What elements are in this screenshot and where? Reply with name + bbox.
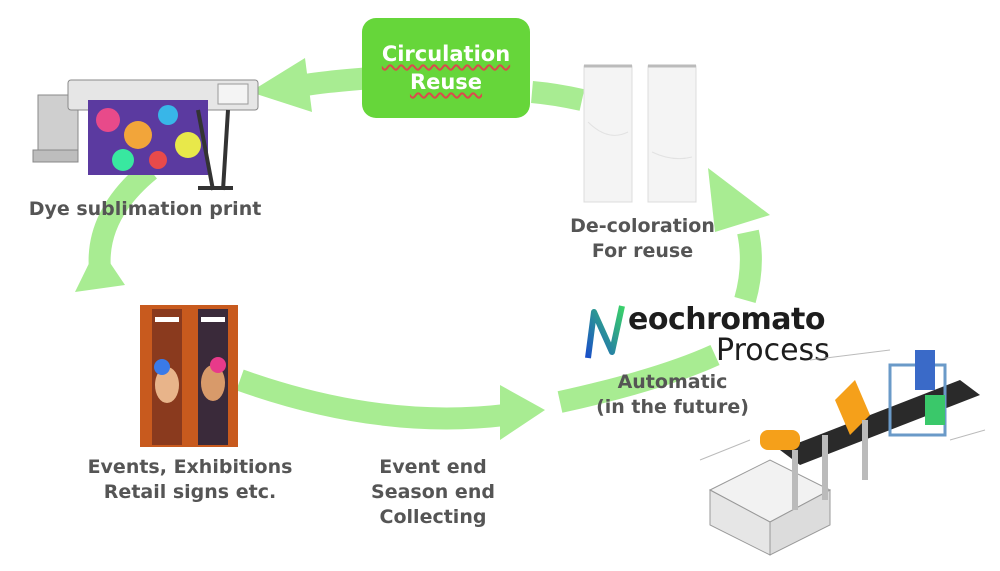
- neochromato-logo-icon: [585, 305, 625, 359]
- events-line-1: Events, Exhibitions: [87, 456, 293, 478]
- print-label: Dye sublimation print: [28, 198, 262, 220]
- decoloration-line-1: De-coloration: [570, 215, 715, 237]
- arrow-top-left-head: [250, 58, 312, 112]
- events-label: Events, Exhibitions Retail signs etc.: [65, 455, 315, 505]
- automatic-line-1: Automatic: [617, 371, 728, 393]
- arrow-left-head: [75, 245, 125, 292]
- arrow-right-shaft: [734, 229, 762, 304]
- automatic-line-2: (in the future): [596, 396, 749, 418]
- printer-icon: [32, 79, 259, 191]
- decoloration-label: De-coloration For reuse: [555, 214, 730, 264]
- neochromato-logo: eochromato Process: [582, 300, 852, 368]
- circulation-reuse-box: Circulation Reuse: [362, 18, 530, 118]
- collecting-line-2: Season end: [371, 481, 495, 503]
- events-line-2: Retail signs etc.: [103, 481, 277, 503]
- center-line-1: Circulation: [381, 42, 511, 66]
- logo-sub: Process: [716, 333, 830, 368]
- logo-word: eochromato: [628, 302, 825, 337]
- collecting-label: Event end Season end Collecting: [348, 455, 518, 530]
- center-line-2: Reuse: [409, 70, 483, 94]
- arrow-top-right-shaft: [530, 81, 585, 111]
- collecting-line-3: Collecting: [379, 506, 487, 528]
- arrow-bottom-right-shaft: [557, 344, 720, 413]
- automatic-label: Automatic (in the future): [585, 370, 760, 420]
- arrow-bottom-shaft: [236, 369, 507, 430]
- blank-banner-icon: [583, 64, 697, 203]
- printed-banner-icon: [140, 305, 238, 447]
- decoloration-line-2: For reuse: [591, 240, 694, 262]
- arrow-right-head: [708, 168, 770, 232]
- collecting-line-1: Event end: [379, 456, 487, 478]
- conveyor-machine-icon: [699, 349, 986, 556]
- arrow-bottom-head: [500, 385, 545, 440]
